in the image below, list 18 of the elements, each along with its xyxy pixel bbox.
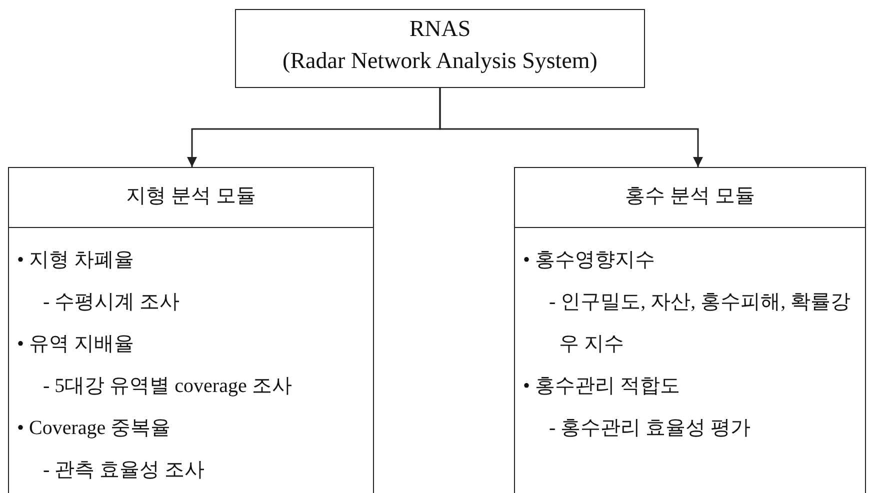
sub-item: - 5대강 유역별 coverage 조사 [43, 374, 293, 399]
bullet-item: • 홍수영향지수 [523, 248, 656, 273]
bullet-item: • 지형 차폐율 [17, 248, 134, 273]
module-box [8, 167, 374, 493]
module-title: 홍수 분석 모듈 [624, 184, 756, 209]
sub-item: - 인구밀도, 자산, 홍수피해, 확률강우 지수 [549, 290, 852, 357]
bullet-item: • Coverage 중복율 [17, 416, 171, 441]
system-box [235, 9, 645, 88]
module-title: 지형 분석 모듈 [125, 184, 257, 209]
sub-item: - 홍수관리 효율성 평가 [549, 416, 752, 441]
sub-item: - 관측 효율성 조사 [43, 458, 206, 483]
arrow [439, 88, 703, 167]
bullet-item: • 홍수관리 적합도 [523, 374, 680, 399]
system-subtitle: (Radar Network Analysis System) [282, 48, 598, 74]
system-title: RNAS [408, 16, 472, 42]
module-box [514, 167, 866, 493]
sub-item: - 수평시계 조사 [43, 290, 181, 315]
bullet-item: • 유역 지배율 [17, 332, 134, 357]
